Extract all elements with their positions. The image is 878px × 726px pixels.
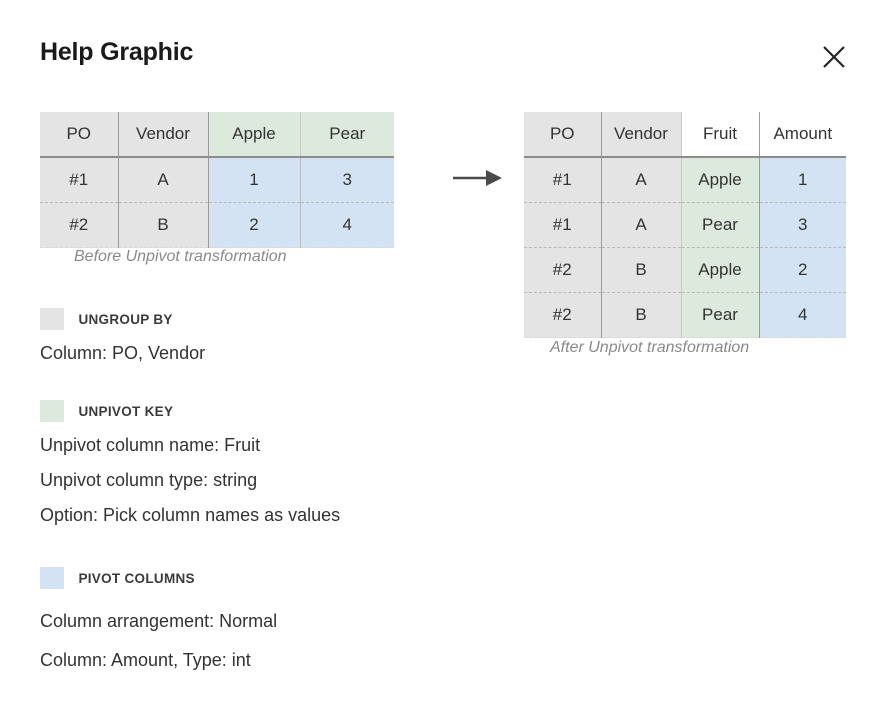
legend-swatch-icon [40, 400, 64, 422]
table-cell: 4 [299, 202, 394, 248]
table-cell: 4 [758, 292, 846, 338]
column-header: Amount [758, 112, 846, 158]
table-cell: #2 [40, 202, 118, 248]
table-cell: B [117, 202, 208, 248]
detail-text: Column: PO, Vendor [40, 343, 206, 363]
table-row: #2 B Pear 4 [524, 292, 846, 338]
column-header: PO [524, 112, 601, 158]
table-cell: A [117, 157, 208, 203]
table-cell: Apple [680, 247, 759, 293]
table-cell: B [600, 247, 681, 293]
legend-title: PIVOT COLUMNS [78, 570, 195, 586]
legend-title: UNPIVOT KEY [78, 403, 174, 419]
table-cell: 1 [207, 157, 300, 203]
table-cell: 2 [207, 202, 300, 248]
detail-text: Unpivot column type: string [40, 470, 258, 490]
before-table-caption: Before Unpivot transformation [74, 248, 287, 265]
legend-swatch-icon [40, 567, 64, 589]
table-cell: 3 [299, 157, 394, 203]
close-icon [816, 39, 852, 75]
column-header: Vendor [117, 112, 208, 158]
column-header: PO [40, 112, 118, 158]
table-cell: #2 [524, 292, 601, 338]
table-cell: Pear [680, 292, 759, 338]
detail-text: Option: Pick column names as values [40, 505, 341, 525]
close-button[interactable] [816, 39, 852, 75]
legend-item-pivot-columns: PIVOT COLUMNS [40, 567, 195, 589]
table-row: #1 A 1 3 [40, 157, 394, 203]
table-cell: 2 [758, 247, 846, 293]
legend-title: UNGROUP BY [78, 311, 173, 327]
table-cell: #1 [40, 157, 118, 203]
table-row: #2 B Apple 2 [524, 247, 846, 293]
table-cell: B [600, 292, 681, 338]
column-header: Fruit [680, 112, 759, 158]
after-table-caption: After Unpivot transformation [550, 339, 750, 356]
table-row: #2 B 2 4 [40, 202, 394, 248]
table-row: #1 A Apple 1 [524, 157, 846, 203]
table-header-row: PO Vendor Apple Pear [40, 112, 394, 158]
detail-text: Column arrangement: Normal [40, 611, 278, 631]
table-cell: Apple [680, 157, 759, 203]
column-header: Pear [299, 112, 394, 158]
table-cell: A [600, 202, 681, 248]
after-unpivot-table: PO Vendor Fruit Amount #1 A Apple 1 #1 A… [524, 112, 846, 338]
table-cell: Pear [680, 202, 759, 248]
table-cell: #2 [524, 247, 601, 293]
detail-text: Unpivot column name: Fruit [40, 435, 261, 455]
arrow-right-icon [452, 167, 504, 189]
legend-item-unpivot-key: UNPIVOT KEY [40, 400, 173, 422]
table-row: #1 A Pear 3 [524, 202, 846, 248]
column-header: Apple [207, 112, 300, 158]
column-header: Vendor [600, 112, 681, 158]
legend-swatch-icon [40, 308, 64, 330]
table-cell: 1 [758, 157, 846, 203]
table-cell: #1 [524, 202, 601, 248]
table-cell: A [600, 157, 681, 203]
page-title: Help Graphic [40, 38, 194, 66]
detail-text: Column: Amount, Type: int [40, 650, 251, 670]
legend-item-ungroup-by: UNGROUP BY [40, 308, 173, 330]
table-cell: #1 [524, 157, 601, 203]
table-cell: 3 [758, 202, 846, 248]
table-header-row: PO Vendor Fruit Amount [524, 112, 846, 158]
before-unpivot-table: PO Vendor Apple Pear #1 A 1 3 #2 B 2 4 [40, 112, 394, 248]
